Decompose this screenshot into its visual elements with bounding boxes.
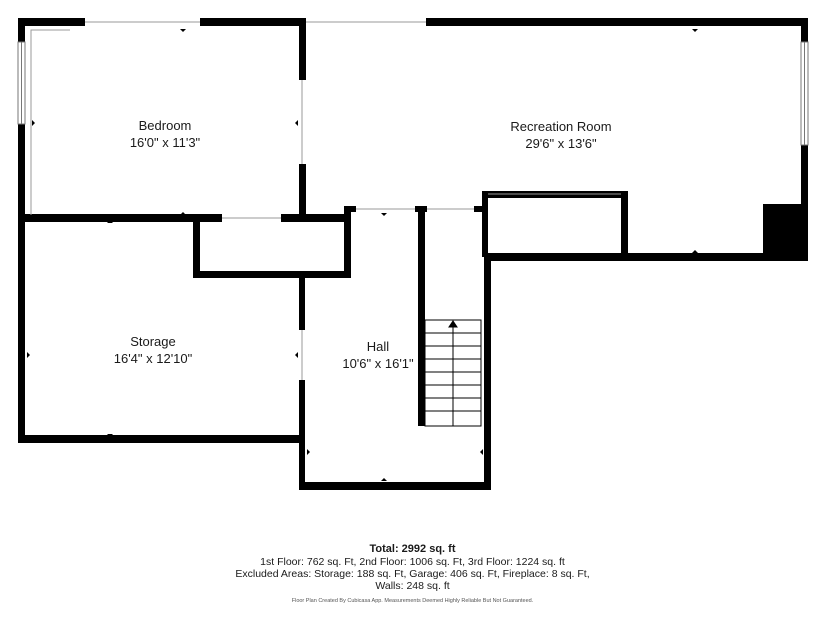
room-name: Hall bbox=[366, 339, 390, 354]
dimension-markers bbox=[27, 29, 698, 481]
tick-marker-icon bbox=[307, 449, 310, 455]
wall-left-upper bbox=[18, 18, 25, 42]
wall-closet2-left bbox=[193, 214, 200, 278]
stair-arrow-icon bbox=[448, 320, 458, 328]
room-dimensions: 29'6" x 13'6" bbox=[525, 136, 597, 151]
floor-areas: 1st Floor: 762 sq. Ft, 2nd Floor: 1006 s… bbox=[260, 556, 565, 568]
wall-closet2-bottom bbox=[193, 271, 351, 278]
windows bbox=[17, 41, 809, 146]
tick-marker-icon bbox=[480, 449, 483, 455]
wall-closet2-right bbox=[344, 206, 351, 278]
room-name: Storage bbox=[130, 334, 176, 349]
room-name: Recreation Room bbox=[510, 119, 612, 134]
tick-marker-icon bbox=[295, 120, 298, 126]
staircase bbox=[424, 319, 482, 427]
tick-marker-icon bbox=[107, 434, 113, 437]
room-label-bedroom: Bedroom 16'0" x 11'3" bbox=[105, 117, 225, 151]
wall-storage-hall-upper bbox=[299, 278, 305, 330]
wall-hall-top-right bbox=[474, 206, 488, 212]
bedroom-corner-trim bbox=[30, 29, 70, 215]
wall-stair bbox=[418, 206, 425, 426]
wall-right-lower bbox=[801, 145, 808, 261]
wall-right-upper bbox=[801, 18, 808, 42]
room-label-recreation: Recreation Room 29'6" x 13'6" bbox=[491, 118, 631, 152]
room-label-storage: Storage 16'4" x 12'10" bbox=[93, 333, 213, 367]
tick-marker-icon bbox=[32, 120, 35, 126]
wall-top-left bbox=[18, 18, 85, 26]
tick-marker-icon bbox=[381, 213, 387, 216]
wall-top-right bbox=[426, 18, 808, 26]
tick-marker-icon bbox=[692, 250, 698, 253]
wall-closet2-topcap bbox=[344, 206, 356, 212]
room-label-hall: Hall 10'6" x 16'1" bbox=[328, 338, 428, 372]
tick-marker-icon bbox=[295, 352, 298, 358]
tick-marker-icon bbox=[180, 212, 186, 215]
wall-bed-rec-lower bbox=[299, 164, 306, 218]
wall-bed-bottom-right bbox=[281, 214, 346, 222]
wall-left-lower bbox=[18, 124, 25, 442]
tick-marker-icon bbox=[381, 478, 387, 481]
wall-hall-right bbox=[484, 253, 491, 490]
room-dimensions: 10'6" x 16'1" bbox=[342, 356, 414, 371]
wall-rec-bottom bbox=[484, 253, 808, 261]
walls bbox=[18, 18, 808, 490]
wall-top-mid bbox=[200, 18, 306, 26]
openings bbox=[30, 21, 621, 380]
room-dimensions: 16'0" x 11'3" bbox=[129, 135, 201, 150]
tick-marker-icon bbox=[180, 29, 186, 32]
tick-marker-icon bbox=[692, 29, 698, 32]
walls-area: Walls: 248 sq. ft bbox=[375, 580, 450, 592]
tick-marker-icon bbox=[27, 352, 30, 358]
wall-hall-bottom bbox=[299, 482, 491, 490]
room-name: Bedroom bbox=[138, 118, 192, 133]
wall-closet-left bbox=[482, 191, 488, 257]
room-dimensions: 16'4" x 12'10" bbox=[113, 351, 193, 366]
wall-storage-bottom bbox=[18, 435, 305, 443]
wall-bed-rec-upper bbox=[299, 18, 306, 80]
wall-closet-right bbox=[621, 191, 628, 257]
tick-marker-icon bbox=[107, 220, 113, 223]
credit-line: Floor Plan Created By Cubicasa App. Meas… bbox=[291, 598, 534, 604]
wall-bed-bottom-left bbox=[18, 214, 222, 222]
total-area: Total: 2992 sq. ft bbox=[369, 543, 456, 555]
excluded-areas: Excluded Areas: Storage: 188 sq. Ft, Gar… bbox=[235, 568, 590, 580]
fireplace bbox=[763, 204, 808, 261]
